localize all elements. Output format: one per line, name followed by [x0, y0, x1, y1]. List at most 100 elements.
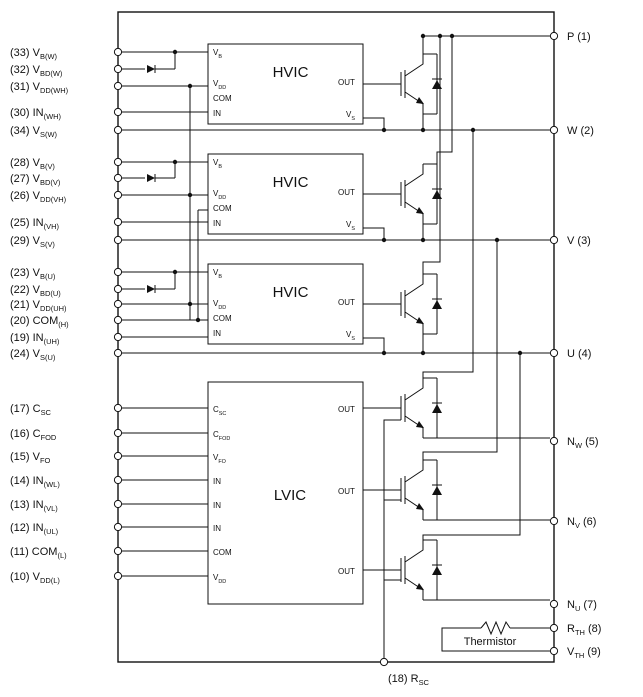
left-pin-terminal-22: [113, 546, 123, 556]
hvic-vs-2: VS: [346, 330, 355, 342]
right-pin-label-4: NW (5): [567, 436, 599, 450]
hvic-vb-1: VB: [213, 158, 222, 170]
hvic-vdd-2: VDD: [213, 299, 226, 311]
hvic-title-0-main: HVIC: [273, 64, 309, 81]
left-pin-label-16-sub: SC: [41, 408, 52, 417]
hvic-vb-2-sub: B: [218, 274, 222, 280]
left-pin-terminal-18: [113, 451, 123, 461]
left-pin-label-16: (17) CSC: [10, 403, 52, 417]
left-pin-terminal-10: [113, 267, 123, 277]
lvic-pin-7-main: V: [213, 573, 219, 582]
right-pin-label-5-main: N: [567, 516, 575, 528]
left-pin-label-23-main: (10) V: [10, 571, 41, 583]
right-pin-label-3-main: U: [567, 348, 575, 360]
right-pin-terminal-8: [549, 646, 559, 656]
lvic-pin-1-sub: FOD: [219, 436, 231, 442]
left-pin-label-8: (25) IN(VH): [10, 217, 59, 231]
junction-dot: [470, 127, 476, 133]
hvic-vdd-2-main: V: [213, 299, 219, 308]
left-pin-label-0-sub: B(W): [40, 52, 58, 61]
hvic-vb-2-main: V: [213, 268, 219, 277]
lvic-pin-3-main: IN: [213, 477, 221, 486]
left-pin-terminal-15: [113, 348, 123, 358]
right-pin-label-7-main: R: [567, 623, 575, 635]
hvic-vs-0: VS: [346, 110, 355, 122]
rsc-pin-label: (18) RSC: [388, 673, 430, 687]
right-pin-label-6: NU (7): [567, 599, 597, 613]
right-pin-label-4-sub: W: [575, 441, 583, 450]
junction-dot: [381, 127, 387, 133]
thermistor-label-main: Thermistor: [464, 636, 517, 648]
hvic-vdd-2-sub: DD: [218, 305, 226, 311]
hvic-in-1: IN: [213, 219, 221, 228]
components: [113, 11, 559, 667]
lvic-pin-6-main: COM: [213, 548, 232, 557]
left-pin-label-0: (33) VB(W): [10, 47, 57, 61]
hvic-title-0: HVIC: [273, 64, 309, 81]
left-pin-label-15-sub: S(U): [40, 353, 56, 362]
igbt-collector: [404, 460, 424, 483]
hvic-out-2: OUT: [338, 298, 355, 307]
left-pin-label-11-main: (22) V: [10, 284, 41, 296]
right-pin-label-2-main: V: [567, 235, 575, 247]
thermistor-resistor: [480, 620, 511, 636]
left-pin-terminal-3: [113, 107, 123, 117]
rsc-pin-label-main: (18) R: [388, 673, 419, 685]
left-pin-label-15-main: (24) V: [10, 348, 41, 360]
right-pin-label-7: RTH (8): [567, 623, 601, 637]
igbt-emitter: [404, 577, 424, 600]
igbt-emitter-arrow-ls1: [416, 503, 424, 510]
left-pin-label-12: (21) VDD(UH): [10, 299, 67, 313]
right-pin-terminal-4: [549, 436, 559, 446]
hvic-vdd-1: VDD: [213, 189, 226, 201]
right-pin-label-6-sub: U: [575, 604, 580, 613]
vs-link-0: [363, 117, 385, 130]
left-pin-label-20: (13) IN(VL): [10, 499, 58, 513]
left-pin-label-9-main: (29) V: [10, 235, 41, 247]
hvic-com-2: COM: [213, 314, 232, 323]
igbt-emitter-arrow-ls2: [416, 583, 424, 590]
left-pin-label-23-sub: DD(L): [40, 576, 60, 585]
left-pin-terminal-0: [113, 47, 123, 57]
junction-dot: [437, 33, 443, 39]
left-pin-terminal-8: [113, 217, 123, 227]
hvic-com-1: COM: [213, 204, 232, 213]
right-pin-label-5-sub: V: [575, 521, 580, 530]
left-pin-terminal-20: [113, 499, 123, 509]
lvic-pin-0-sub: SC: [219, 411, 227, 417]
hvic-out-2-main: OUT: [338, 298, 355, 307]
junction-dot: [517, 350, 523, 356]
left-pin-label-22: (11) COM(L): [10, 546, 67, 560]
left-pin-terminal-19: [113, 475, 123, 485]
igbt-emitter: [404, 91, 424, 114]
thermistor-label: Thermistor: [464, 636, 517, 648]
right-pin-label-1-main: W: [567, 125, 578, 137]
lvic-pin-1-main: C: [213, 430, 219, 439]
left-pin-label-14-sub: (UH): [44, 337, 60, 346]
junction-dot: [187, 192, 193, 198]
bootstrap-diode-1: [147, 174, 155, 182]
left-pin-label-14: (19) IN(UH): [10, 332, 60, 346]
hvic-title-2: HVIC: [273, 284, 309, 301]
bootstrap-diode-2: [147, 285, 155, 293]
left-pin-label-21-main: (12) IN: [10, 522, 44, 534]
lvic-pin-7-sub: DD: [218, 579, 226, 585]
lvic-pin-6: COM: [213, 548, 232, 557]
left-pin-label-12-sub: DD(UH): [40, 304, 67, 313]
right-pin-terminal-2: [549, 235, 559, 245]
igbt-emitter-arrow-ls0: [416, 421, 424, 428]
left-pin-terminal-13: [113, 315, 123, 325]
junction-dot: [420, 237, 426, 243]
lvic-pin-2-main: V: [213, 453, 219, 462]
junction-dot: [420, 127, 426, 133]
lvic-out-1-main: OUT: [338, 487, 355, 496]
hvic-vdd-0-main: V: [213, 79, 219, 88]
hvic-out-1: OUT: [338, 188, 355, 197]
hvic-com-0: COM: [213, 94, 232, 103]
hvic-out-1-main: OUT: [338, 188, 355, 197]
hvic-vb-2: VB: [213, 268, 222, 280]
left-pin-label-7: (26) VDD(VH): [10, 190, 67, 204]
junction-dot: [187, 83, 193, 89]
lvic-title: LVIC: [274, 487, 306, 504]
bootstrap-diode-0: [147, 65, 155, 73]
